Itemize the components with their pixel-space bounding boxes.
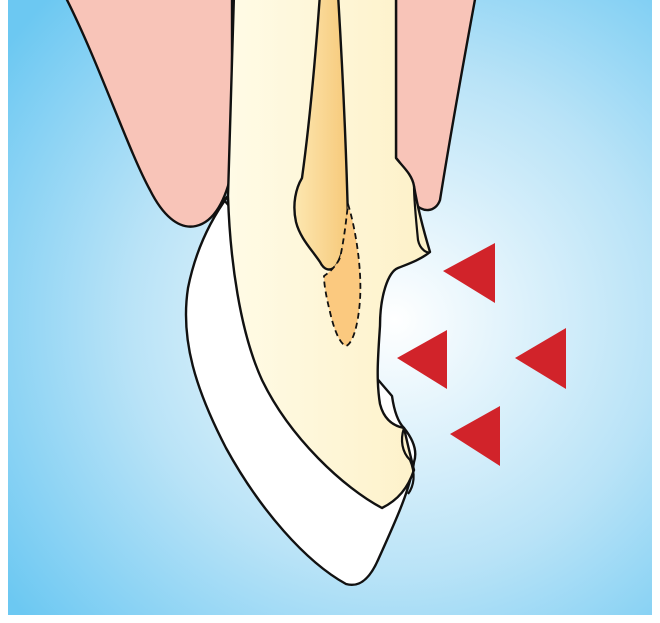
tooth-illustration bbox=[0, 0, 660, 623]
tooth-diagram bbox=[0, 0, 660, 623]
